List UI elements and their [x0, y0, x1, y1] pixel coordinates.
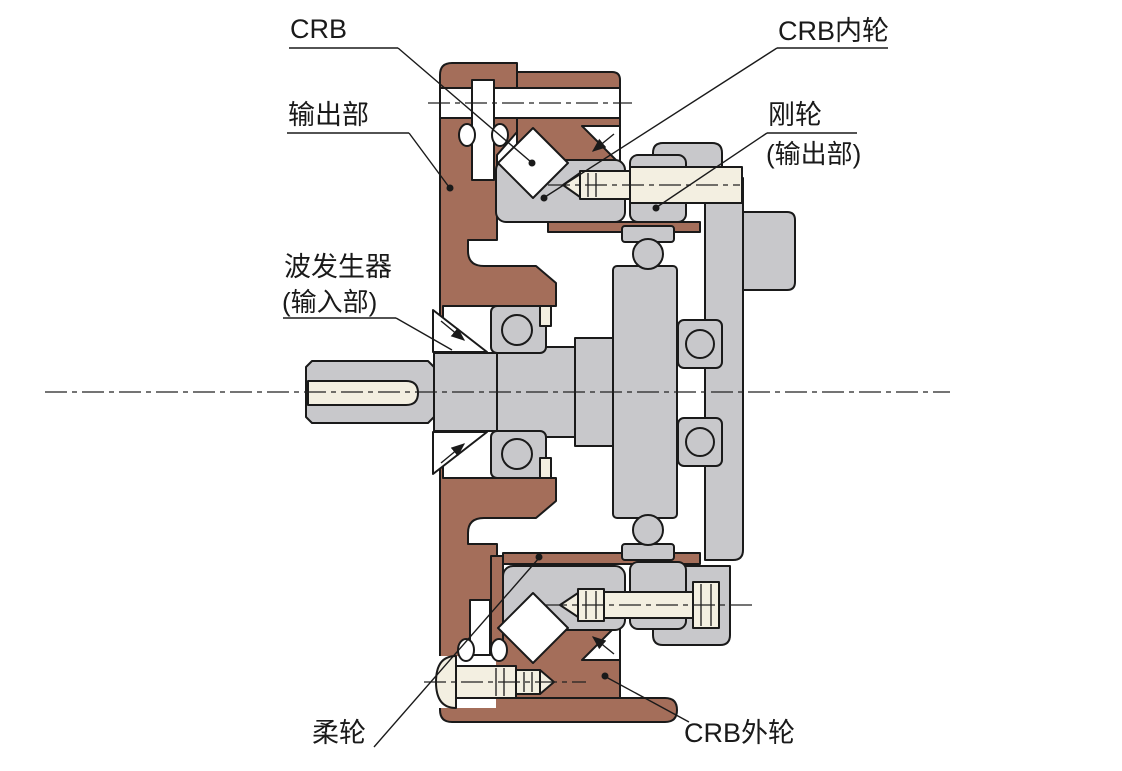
leader-lines — [283, 47, 888, 748]
wedge-left-upper — [432, 309, 488, 353]
label-crb-outer-ring: CRB外轮 — [684, 718, 795, 748]
leader-dot-flex-wheel — [535, 553, 543, 561]
leader-dot-crb — [528, 159, 536, 167]
label-crb-inner-ring: CRB内轮 — [778, 16, 889, 46]
wedge-arrow-top — [591, 133, 615, 152]
output-ball-top — [685, 329, 715, 359]
leader-crb — [397, 47, 532, 163]
wedge-arrow-bottom — [591, 636, 615, 655]
disc-bearing-race-bottom — [621, 543, 675, 561]
label-rigid-wheel: 刚轮 — [768, 100, 822, 130]
leader-dot-crb-outer — [601, 672, 609, 680]
disc-ball-bottom — [632, 514, 664, 546]
centerlines — [45, 102, 950, 683]
shaft-keyway — [307, 380, 419, 406]
wg-ball-bottom — [501, 438, 533, 470]
leader-dot-output — [446, 184, 454, 192]
wave-gen-arrow-upper — [440, 320, 466, 341]
output-ball-bottom — [685, 427, 715, 457]
leader-crb-outer — [605, 676, 690, 723]
bearing-tab — [539, 305, 552, 327]
leader-crb-inner — [544, 47, 778, 198]
wg-ball-top — [501, 314, 533, 346]
leader-flex-wheel — [373, 557, 540, 748]
leader-rigid — [656, 132, 768, 208]
retainer-hole — [490, 638, 508, 662]
flange-slot-bottom — [469, 599, 491, 656]
label-flex-wheel: 柔轮 — [312, 718, 366, 748]
wedge-left-lower — [432, 431, 488, 475]
rigid-wheel-right-block — [742, 211, 796, 291]
disc-ball-top — [632, 238, 664, 270]
label-rigid-wheel-note: (输出部) — [766, 139, 861, 169]
leader-wave-gen — [395, 317, 453, 351]
label-wave-generator-note: (输入部) — [282, 287, 377, 317]
flange-foot — [439, 697, 678, 723]
leader-dot-crb-inner — [540, 194, 548, 202]
label-crb: CRB — [290, 14, 347, 44]
labels: CRB 输出部 CRB内轮 刚轮 (输出部) 波发生器 (输入部) 柔轮 CRB… — [282, 14, 889, 748]
label-wave-generator: 波发生器 — [284, 252, 392, 282]
flange-slot-top — [471, 79, 495, 181]
crb-roller-bottom — [497, 592, 569, 664]
leader-dot-rigid — [652, 204, 660, 212]
bearing-tab — [539, 457, 552, 479]
leader-output — [408, 132, 450, 188]
retainer-hole — [458, 123, 476, 147]
label-output-section: 输出部 — [288, 100, 369, 130]
wave-gen-arrow-lower — [440, 443, 466, 464]
